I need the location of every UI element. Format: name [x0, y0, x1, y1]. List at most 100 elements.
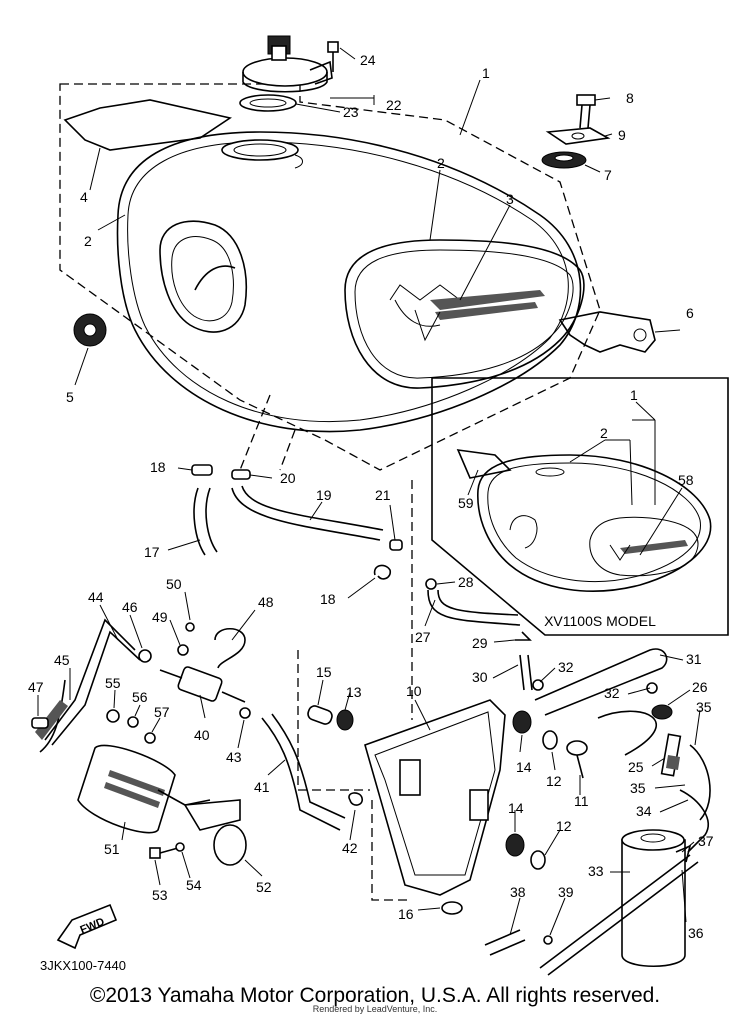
callout: 41 — [254, 779, 270, 795]
washer-50 — [185, 622, 195, 632]
callout: 29 — [472, 635, 488, 651]
callout: 30 — [472, 669, 488, 685]
clamp-42 — [348, 792, 363, 806]
callout: 40 — [194, 727, 210, 743]
grommet-13 — [336, 709, 354, 731]
grommet-14b — [505, 833, 525, 857]
callout: 45 — [54, 652, 70, 668]
callout: 11 — [574, 793, 589, 809]
hose-44 — [44, 618, 141, 746]
callout: 4 — [80, 189, 88, 205]
callout: 32 — [558, 659, 574, 675]
clamp-39 — [543, 935, 553, 945]
callout: 18 — [320, 591, 336, 607]
rendered-by-notice: Rendered by LeadVenture, Inc. — [312, 1004, 438, 1014]
callout: 24 — [360, 52, 376, 68]
callout: 18 — [150, 459, 166, 475]
callout: 47 — [28, 679, 44, 695]
callout: 15 — [316, 664, 332, 680]
callout: 7 — [604, 167, 612, 183]
hose-45-wrap — [35, 700, 68, 740]
hose-27 — [427, 589, 521, 626]
joint-30 — [519, 654, 533, 691]
copyright-notice: ©2013 Yamaha Motor Corporation, U.S.A. A… — [89, 984, 661, 1007]
group-lines — [239, 394, 413, 901]
clamp-46 — [138, 649, 152, 663]
clamp-26 — [651, 704, 673, 720]
callout: 21 — [375, 487, 391, 503]
callout: 14 — [508, 800, 524, 816]
clamp-18b — [373, 564, 392, 580]
callout: 23 — [343, 104, 359, 120]
callout: 58 — [678, 472, 694, 488]
callout: 50 — [166, 576, 182, 592]
callout: 28 — [458, 574, 474, 590]
clamp-18 — [191, 464, 213, 476]
callout: 52 — [256, 879, 272, 895]
hose-36 — [539, 854, 699, 976]
callout: 17 — [144, 544, 160, 560]
fuel-cap-22 — [242, 35, 333, 93]
tank-group-frame — [59, 83, 601, 471]
clamp-47 — [31, 717, 49, 729]
callout: 48 — [258, 594, 274, 610]
collar-15 — [307, 705, 333, 725]
clamp-32a — [532, 679, 544, 691]
washer-9 — [545, 127, 611, 145]
callout: 42 — [342, 840, 358, 856]
callout: 5 — [66, 389, 74, 405]
inset-model-label: XV1100S MODEL — [544, 613, 656, 629]
ref-code: 3JKX100-7440 — [40, 958, 126, 973]
callout: 2 — [437, 155, 445, 171]
callout: 34 — [636, 803, 652, 819]
hose-31 — [534, 648, 668, 716]
bolt-11 — [566, 740, 588, 779]
bracket-48 — [214, 627, 246, 669]
hose-17 — [193, 487, 218, 556]
callout: 12 — [546, 773, 562, 789]
callout: 49 — [152, 609, 168, 625]
inset-xv1100s — [431, 377, 729, 636]
callout: 35 — [696, 699, 712, 715]
callout: 22 — [386, 97, 402, 113]
callout: 8 — [626, 90, 634, 106]
callout: 9 — [618, 127, 626, 143]
clamp-43 — [239, 707, 251, 719]
callout: 46 — [122, 599, 138, 615]
callout-labels: 1 2 2 2 3 4 5 6 7 8 9 22 23 24 18 20 19 … — [28, 52, 714, 941]
callout: 2 — [600, 425, 608, 441]
callout: 12 — [556, 818, 572, 834]
callout: 59 — [458, 495, 474, 511]
washer-54 — [175, 842, 185, 852]
hose-19 — [231, 485, 384, 541]
callout: 54 — [186, 877, 202, 893]
hose-26 — [597, 710, 658, 756]
callout: 13 — [346, 684, 362, 700]
washer-12b — [530, 850, 546, 870]
leader-lines — [37, 47, 701, 936]
hose-35 — [689, 744, 711, 821]
emblem-4 — [63, 99, 232, 151]
callout: 25 — [628, 759, 644, 775]
clip-29 — [515, 631, 532, 641]
washer-12a — [542, 730, 558, 750]
washer-57 — [144, 732, 156, 744]
clamp-28 — [425, 578, 437, 590]
clamp-20 — [231, 469, 251, 480]
fuel-reservoir-10 — [364, 699, 506, 896]
hose-45 — [39, 679, 66, 753]
callout: 27 — [415, 629, 431, 645]
callout: 51 — [104, 841, 120, 857]
fwd-arrow: FWD — [56, 903, 118, 950]
clamp-32b — [646, 682, 658, 694]
clamp-37 — [675, 844, 692, 863]
bolt-53 — [149, 847, 179, 859]
callout: 1 — [630, 387, 638, 403]
callout: 2 — [84, 233, 92, 249]
bolt-8 — [576, 94, 596, 129]
callout: 37 — [698, 833, 714, 849]
valve-25 — [660, 733, 682, 777]
callout: 35 — [630, 780, 646, 796]
grommet-5 — [73, 313, 107, 347]
